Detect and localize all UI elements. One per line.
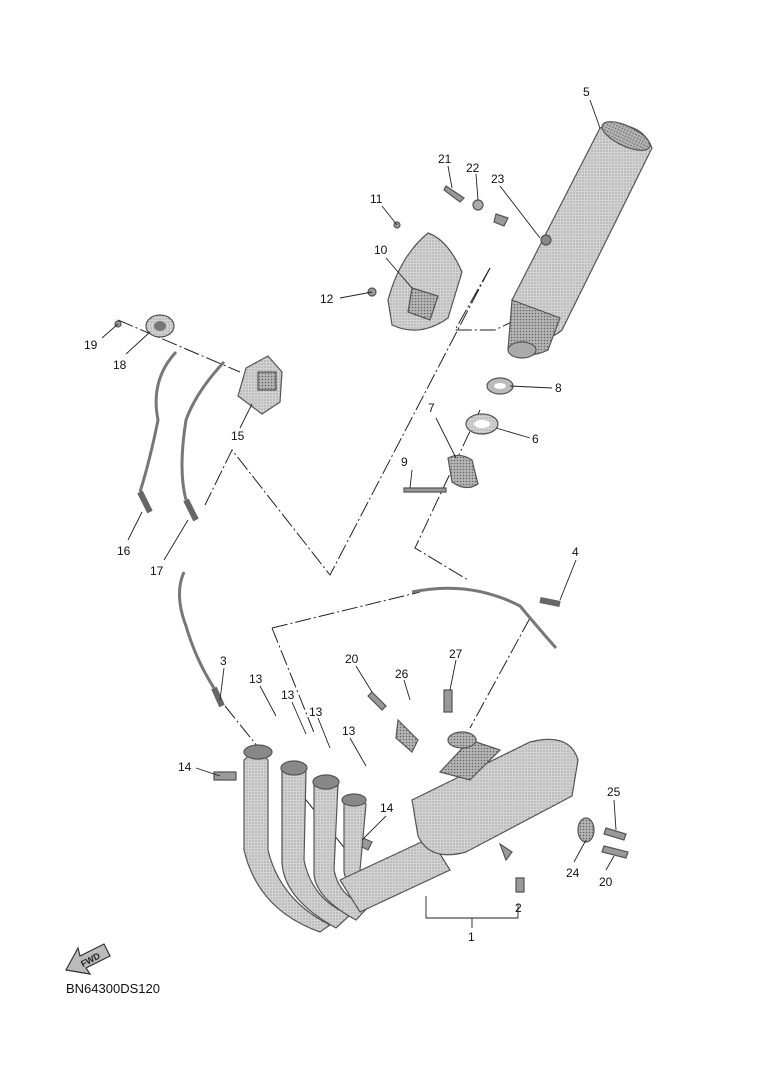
sensor-bracket: [145, 314, 283, 415]
callout-13-c: 13: [309, 705, 323, 719]
callout-13-b: 13: [281, 688, 295, 702]
callout-15: 15: [231, 429, 245, 443]
callout-20-upper: 20: [345, 652, 359, 666]
callout-9: 9: [401, 455, 408, 469]
callout-4: 4: [572, 545, 579, 559]
callout-11: 11: [370, 192, 383, 206]
muffler: [507, 121, 653, 359]
callout-26: 26: [395, 667, 409, 681]
callout-19: 19: [84, 338, 98, 352]
callout-6: 6: [532, 432, 539, 446]
callout-13-a: 13: [249, 672, 263, 686]
callout-20-lower: 20: [599, 875, 613, 889]
leader-lines: [101, 99, 617, 928]
callout-13-d: 13: [342, 724, 356, 738]
assembly-chain-lines: [117, 267, 531, 881]
callout-17: 17: [150, 564, 164, 578]
callout-27: 27: [449, 647, 463, 661]
callout-7: 7: [428, 401, 435, 415]
callout-21: 21: [438, 152, 452, 166]
callout-22: 22: [466, 161, 480, 175]
callout-10: 10: [374, 243, 388, 257]
callout-18: 18: [113, 358, 127, 372]
callout-5: 5: [583, 85, 590, 99]
gaskets-and-clamp: [447, 377, 514, 489]
callout-3: 3: [220, 654, 227, 668]
callout-23: 23: [491, 172, 505, 186]
callout-14-right: 14: [380, 801, 394, 815]
callout-2: 2: [515, 901, 522, 915]
callout-24: 24: [566, 866, 580, 880]
fasteners: [114, 185, 629, 893]
exhaust-pipe-assembly: [243, 718, 595, 933]
diagram-code: BN64300DS120: [66, 981, 160, 996]
callout-16: 16: [117, 544, 131, 558]
callout-14-left: 14: [178, 760, 192, 774]
callout-12: 12: [320, 292, 334, 306]
o2-sensors: [137, 350, 561, 708]
callout-25: 25: [607, 785, 621, 799]
callout-1: 1: [468, 930, 475, 944]
callout-numbers: 5 21 22 23 11 10 12 8 7 6 9 19 18 15 16 …: [84, 85, 621, 944]
callout-8: 8: [555, 381, 562, 395]
heat-protector: [387, 232, 463, 331]
fwd-arrow-icon: FWD: [65, 943, 111, 975]
